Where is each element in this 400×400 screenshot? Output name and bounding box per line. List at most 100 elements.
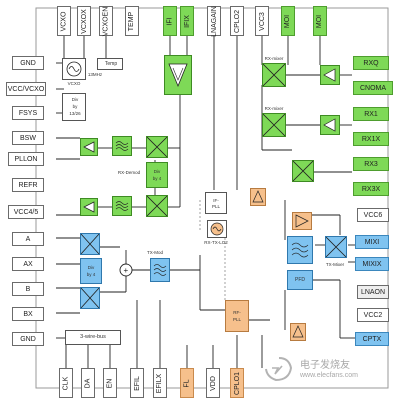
pin-cplo2: CPLO2: [230, 6, 244, 36]
phase-detector-lower: [290, 323, 306, 341]
pin-vdd: VDD: [206, 368, 220, 398]
rx-mixer-3: [292, 160, 314, 182]
pin-vcxoen: VCXOEN: [99, 6, 113, 36]
pin-lnagain: LNAGAIN: [207, 6, 221, 36]
pin-vcc6: VCC6: [357, 208, 389, 222]
watermark-logo-text: 电子发烧友: [300, 360, 350, 371]
three-wire-bus-block: 3-wire-bus: [65, 330, 121, 345]
tx-mixer-q: [80, 287, 100, 309]
mixer-icon: [262, 63, 286, 87]
vcxo-frequency-label: 13MHz: [87, 72, 103, 77]
filter-icon: [115, 141, 129, 151]
oscillator-icon: [210, 222, 224, 236]
pin-gnd-bottom: GND: [12, 332, 44, 346]
amplifier-icon: [83, 201, 95, 213]
pin-vcc45: VCC4/5: [8, 205, 44, 219]
divider-block: Div by 13/26: [62, 93, 86, 121]
mixer-icon: [325, 236, 347, 258]
pin-ifi: IFI: [163, 6, 177, 36]
filter-icon: [291, 242, 309, 258]
pin-rx1x: RX1X: [353, 132, 389, 146]
rx-lna-upper: [320, 65, 340, 85]
tx-filter: [150, 258, 170, 282]
pin-bx: BX: [12, 307, 44, 321]
tx-output-filter: [287, 236, 313, 264]
tx-divider-by-4: Div by 4: [80, 258, 102, 284]
mixer-icon: [146, 136, 168, 158]
watermark-logo-icon: [265, 357, 293, 382]
mixer-icon: [146, 195, 168, 217]
rx-filter-q: [112, 196, 132, 216]
mixer-icon: [292, 160, 314, 182]
pin-vcxox: VCXOX: [77, 6, 91, 36]
pin-en: EN: [103, 368, 117, 398]
mixer-icon: [80, 233, 100, 255]
triangle-icon: [292, 325, 304, 338]
pin-rx3: RX3: [353, 157, 389, 171]
pin-rxq: RXQ: [353, 56, 389, 70]
pin-b: B: [12, 282, 44, 296]
rx-mixer-q: [146, 195, 168, 217]
tx-mixer-output: [325, 236, 347, 258]
pin-refr: REFR: [12, 178, 44, 192]
pin-ax: AX: [12, 257, 44, 271]
rx-amplifier-i: [80, 138, 98, 156]
pin-cptx: CPTX: [355, 332, 389, 346]
pin-lnaon: LNAON: [357, 285, 389, 299]
rx-filter-i: [112, 136, 132, 156]
downward-amplifier-icon: [168, 63, 188, 88]
pin-efilx: EFILX: [153, 368, 167, 398]
temp-sensor-block: Temp: [97, 58, 123, 70]
filter-icon: [153, 264, 167, 276]
pin-mixi: MIXI: [355, 235, 389, 249]
pin-pllon: PLLON: [8, 152, 44, 166]
phase-detector-upper: [250, 188, 266, 206]
tx-driver-amplifier: [292, 212, 312, 230]
pin-moi-1: MOI: [281, 6, 295, 36]
rx-mixer-lower-label: RX-mixer: [264, 106, 284, 111]
rx-mixer-upper: [262, 63, 286, 87]
pin-rx1: RX1: [353, 107, 389, 121]
pin-fsys: FSYS: [12, 106, 44, 120]
tx-mixer-label: TX-Mixer: [325, 262, 345, 267]
pin-fl: FL: [180, 368, 194, 398]
tx-mod-label: TX-Mod: [146, 250, 163, 255]
rx-tx-vco-block: [207, 220, 227, 238]
rx-mixer-i: [146, 136, 168, 158]
pin-vcc-vcxo: VCC/VCXO: [6, 82, 46, 96]
pin-moi-2: MOI: [313, 6, 327, 36]
pin-mixix: MIXIX: [355, 257, 389, 271]
pin-efil: EFIL: [130, 368, 144, 398]
rx-divider-by-4: Div by 4: [146, 162, 168, 188]
amplifier-icon: [295, 214, 309, 228]
rx-amplifier-q: [80, 198, 98, 216]
amplifier-icon: [83, 141, 95, 153]
watermark-url: www.elecfans.com: [300, 372, 358, 379]
amplifier-icon: [323, 68, 336, 82]
pin-vcc2: VCC2: [357, 308, 389, 322]
pin-ifix: IFIX: [180, 6, 194, 36]
tx-vco-block: PFD: [287, 270, 313, 290]
triangle-icon: [252, 190, 264, 203]
pin-bsw: BSW: [12, 131, 44, 145]
pin-cnoma: CNOMA: [353, 81, 393, 95]
pin-vcxo: VCXO: [57, 6, 71, 36]
pin-cplo1: CPLO1: [230, 368, 244, 398]
pin-da: DA: [81, 368, 95, 398]
pin-rx3x: RX3X: [353, 182, 389, 196]
vcxo-label: VCXO: [67, 81, 81, 86]
pin-vcc3: VCC3: [255, 6, 269, 36]
rx-demod-label: RX-Demod: [117, 170, 141, 175]
filter-icon: [115, 201, 129, 211]
if-pll-block: IF- PLL: [205, 192, 227, 214]
pin-a: A: [12, 232, 44, 246]
vcxo-block: [62, 58, 86, 80]
rf-pll-block: RF- PLL: [225, 300, 249, 332]
amplifier-icon: [323, 118, 336, 132]
pin-gnd-top: GND: [12, 56, 44, 70]
dashed-wires: [199, 200, 226, 300]
svg-text:+: +: [124, 266, 129, 275]
rx-tx-lo2-label: RX-TX-LO2: [204, 240, 228, 245]
